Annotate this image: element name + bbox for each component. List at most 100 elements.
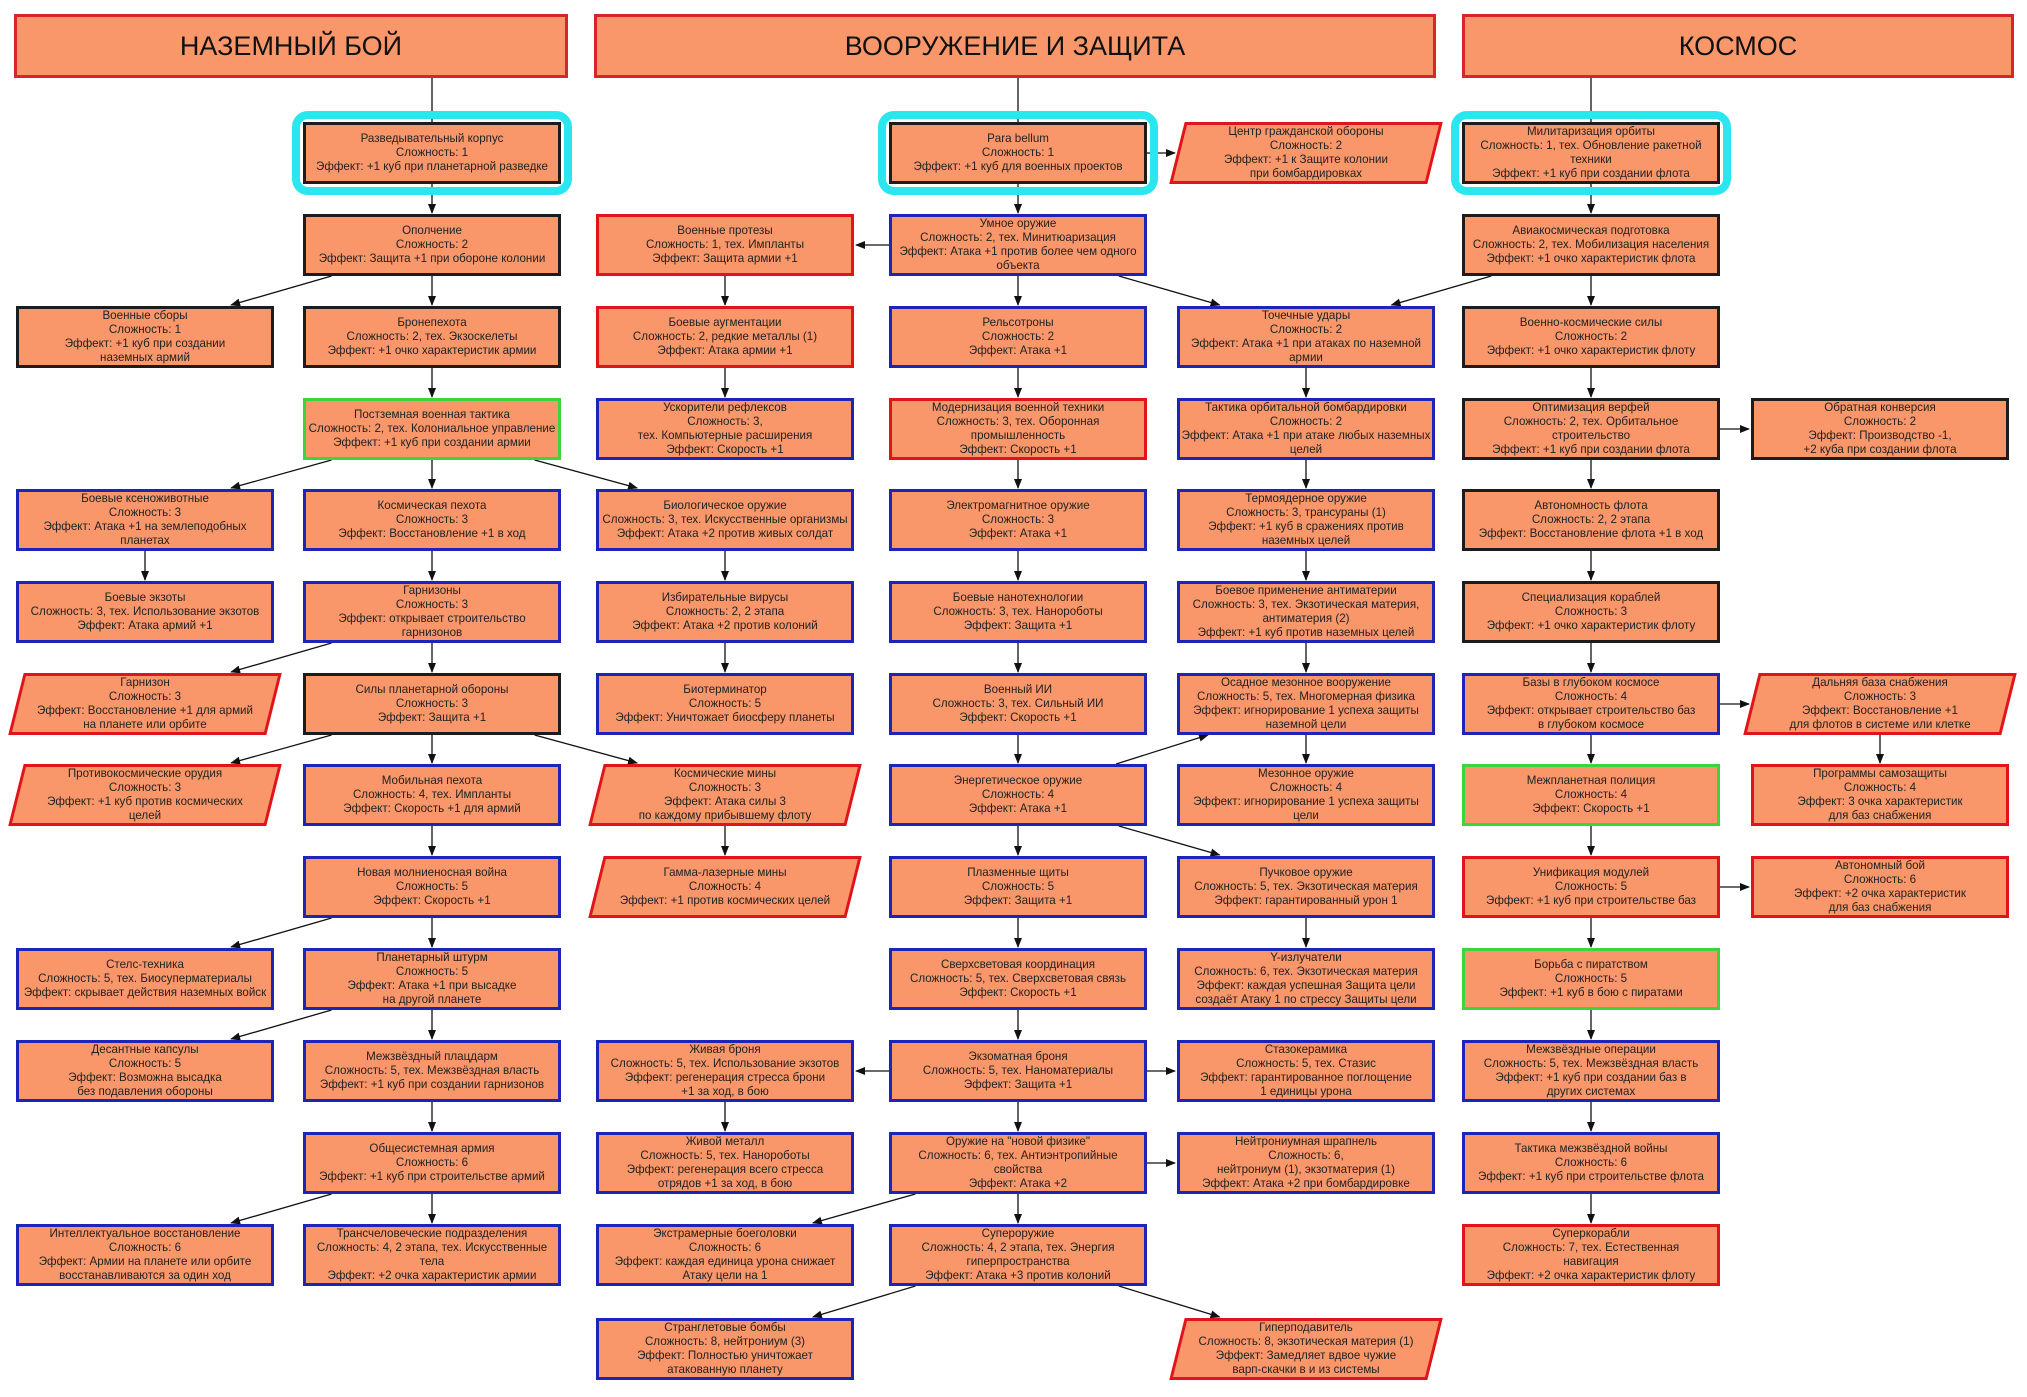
tech-node-frame xyxy=(1462,489,1720,551)
tech-node-frame xyxy=(16,1040,274,1102)
tech-detail-line: Эффект: Скорость +1 xyxy=(373,894,491,907)
tech-detail-line: на другой планете xyxy=(382,993,482,1006)
tech-detail-line: Сложность: 5 xyxy=(981,880,1055,893)
tech-node-frame xyxy=(889,122,1147,184)
tech-detail-line: Сложность: 4 xyxy=(1843,781,1917,794)
tech-node-w32[interactable]: Оружие на "новой физике"Сложность: 6, те… xyxy=(889,1132,1147,1194)
tech-detail-line: Сложность: 3, трансураны (1) xyxy=(1226,506,1386,519)
tech-detail-line: Сложность: 5 xyxy=(1554,880,1628,893)
tech-name: Боевые нанотехнологии xyxy=(952,591,1084,604)
tech-detail-line: Эффект: +2 очка характеристик xyxy=(1794,887,1966,900)
dependency-arrow-g14-g15 xyxy=(230,917,332,949)
tech-name: Автономность флота xyxy=(1534,499,1648,512)
tech-detail-line: Эффект: +1 куб при создании гарнизонов xyxy=(319,1078,545,1091)
tech-name: Гиперподавитель xyxy=(1259,1321,1353,1334)
tech-node-frame xyxy=(303,1224,561,1286)
tech-detail-line: Эффект: +1 куб при создании баз в xyxy=(1495,1071,1687,1084)
tech-detail-line: Эффект: Атака +2 при бомбардировке xyxy=(1202,1177,1410,1190)
tech-name: Живая броня xyxy=(689,1043,761,1056)
tech-detail-line: Сложность: 3 xyxy=(1554,605,1628,618)
tech-detail-line: Эффект: Восстановление флота +1 в ход xyxy=(1478,527,1704,540)
tech-detail-line: Эффект: +1 к Защите колонии xyxy=(1224,153,1388,166)
